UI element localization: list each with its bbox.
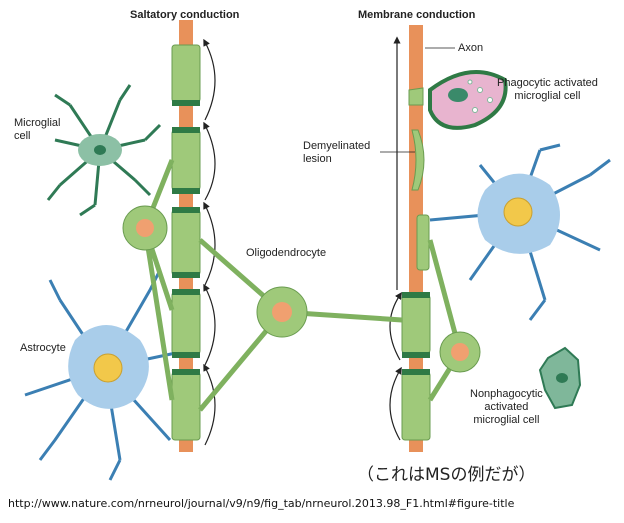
microglial-cell	[46, 84, 162, 217]
nodes-left	[172, 100, 200, 375]
label-nonphagocytic: Nonphagocytic activated microglial cell	[470, 388, 543, 426]
label-microglial-cell: Microglial cell	[14, 117, 61, 142]
note-text: （これはMSの例だが）	[357, 465, 536, 485]
phagocytic-microglia	[428, 70, 508, 130]
source-url: http://www.nature.com/nrneurol/journal/v…	[8, 497, 515, 510]
nonphagocytic-microglia	[538, 346, 582, 410]
myelin-left	[171, 44, 201, 441]
astrocyte-right	[429, 143, 611, 321]
label-astrocyte: Astrocyte	[20, 342, 66, 354]
label-demyelinated: Demyelinated lesion	[303, 140, 371, 165]
leader-lines	[380, 47, 455, 153]
title-membrane: Membrane conduction	[358, 9, 476, 21]
astrocyte-left	[24, 269, 191, 481]
oligodendrocyte-cells	[122, 205, 481, 373]
label-phagocytic: Phagocytic activated microglial cell	[497, 77, 598, 102]
title-saltatory: Saltatory conduction	[130, 9, 240, 21]
conduction-arrows	[203, 36, 402, 446]
myelin-right	[401, 87, 431, 441]
label-oligodendrocyte: Oligodendrocyte	[246, 247, 327, 259]
label-axon: Axon	[458, 42, 484, 54]
